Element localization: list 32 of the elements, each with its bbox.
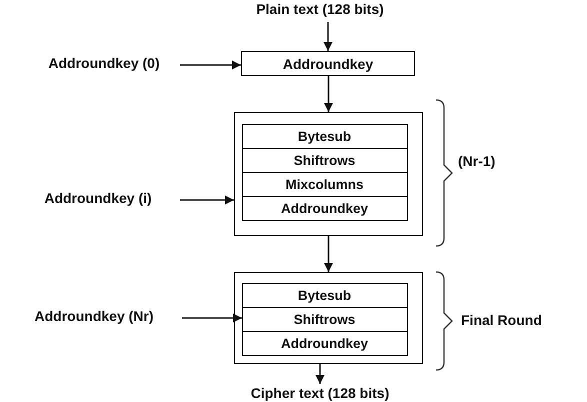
step-box <box>242 148 408 172</box>
input-label: Plain text (128 bits) <box>256 1 384 17</box>
step-label: Bytesub <box>298 288 352 302</box>
step-box <box>242 196 408 220</box>
step-box <box>242 282 408 308</box>
input-label: Addroundkey (Nr) <box>34 308 154 324</box>
step-label: Addroundkey <box>280 336 368 350</box>
step-label: Addroundkey <box>280 200 368 216</box>
arrow <box>324 76 333 112</box>
round-box <box>234 112 423 236</box>
round-label: Final Round <box>461 312 542 328</box>
step-box <box>242 330 408 356</box>
input-label: Cipher text (128 bits) <box>250 385 390 401</box>
arrow <box>324 22 332 51</box>
step-label: Addroundkey <box>282 56 374 72</box>
round-box <box>234 272 423 364</box>
arrow <box>182 314 242 322</box>
arrow <box>180 60 241 70</box>
step-box <box>242 306 408 332</box>
step-label: Mixcolumns <box>285 176 364 192</box>
step-label: Bytesub <box>298 128 352 144</box>
step-box <box>242 124 408 148</box>
step-box <box>242 172 408 196</box>
arrow <box>316 364 324 384</box>
step-label: Shiftrows <box>294 312 356 326</box>
step-box <box>241 51 415 76</box>
arrow <box>324 236 333 272</box>
arrow <box>180 196 234 204</box>
input-label: Addroundkey (0) <box>48 55 160 71</box>
step-label: Shiftrows <box>294 152 356 168</box>
input-label: Addroundkey (i) <box>44 190 152 206</box>
round-label: (Nr-1) <box>458 153 496 169</box>
